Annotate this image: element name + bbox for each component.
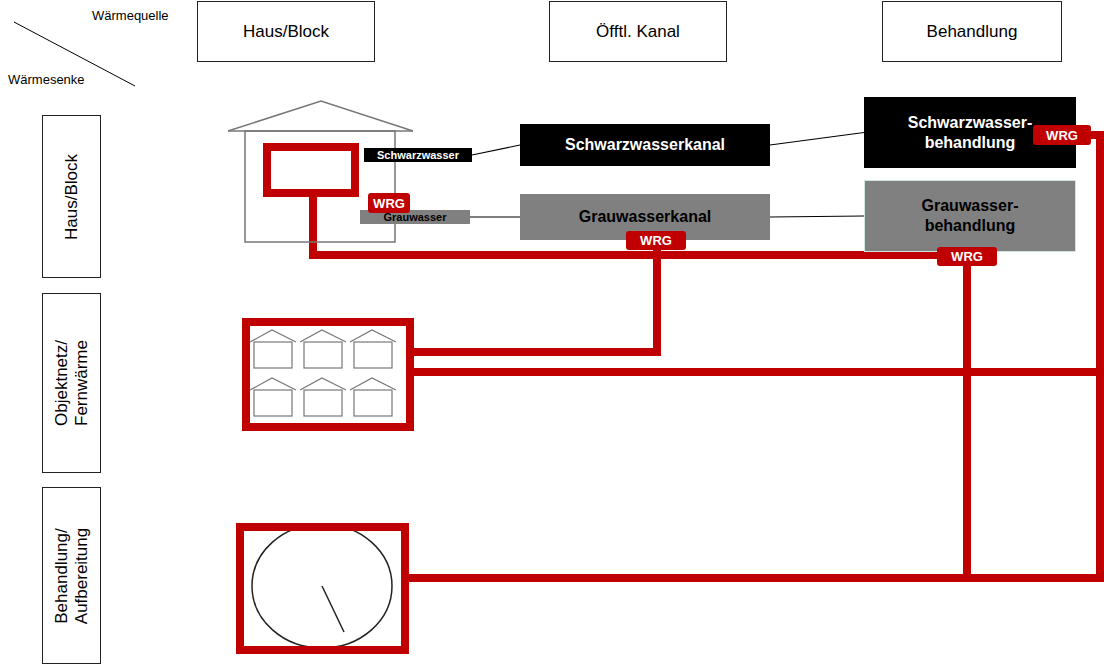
node-text: WRG [1046,128,1078,143]
heat-line [1088,135,1100,578]
connector-line [770,216,864,217]
heat-line [410,368,1100,376]
node-text: Behandlung/ Aufbereitung [51,496,92,656]
heat-line [410,248,657,352]
node-text: WRG [951,249,983,264]
node-text: Haus/Block [61,154,81,240]
connector-line [470,216,520,217]
wrg-tag: WRG [937,247,997,266]
column-header: Haus/Block [197,1,375,62]
axis-label: Wärmequelle [92,8,169,23]
connector-line [472,145,520,155]
heat-line [963,255,971,578]
node-text: Haus/Block [243,22,329,42]
treatment-box: Grauwasser- behandlung [864,180,1076,252]
axis-label: Wärmesenke [8,72,85,87]
node-text: Grauwasserkanal [579,208,712,226]
block-icon [246,322,410,427]
node-text: Schwarzwasserkanal [565,135,725,155]
row-header: Objektnetz/ Fernwärme [42,293,101,473]
column-header: Öfftl. Kanal [549,1,727,62]
sewer-box: Schwarzwasserkanal [520,124,770,166]
connector-line [770,133,864,146]
row-header: Behandlung/ Aufbereitung [42,487,101,664]
flow-label: Schwarzwasser [364,148,472,162]
node-text: Öfftl. Kanal [596,22,680,42]
wrg-tag: WRG [1033,125,1091,145]
heat-line [405,574,1104,582]
plant-icon [240,524,405,650]
column-header: Behandlung [882,1,1062,62]
row-header: Haus/Block [42,115,101,278]
wrg-tag: WRG [368,193,410,213]
heat-lines [313,135,1104,578]
node-text: WRG [373,196,405,211]
node-text: Grauwasser- behandlung [875,196,1065,236]
node-text: Behandlung [927,22,1018,42]
node-text: Schwarzwasser [377,149,459,161]
wrg-tag: WRG [626,231,686,250]
node-text: WRG [640,233,672,248]
node-text: Objektnetz/ Fernwärme [51,303,92,463]
